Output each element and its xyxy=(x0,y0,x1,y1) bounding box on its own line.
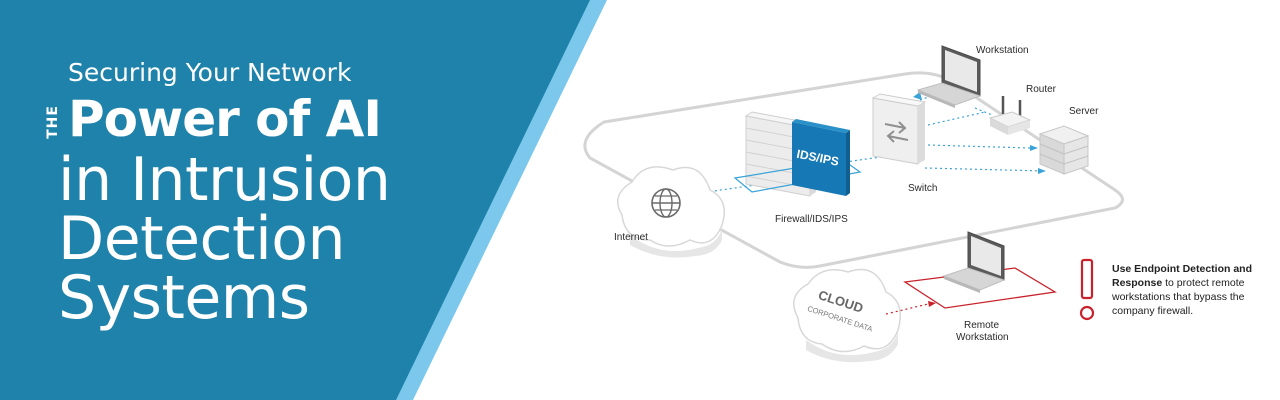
label-workstation: Workstation xyxy=(976,45,1029,56)
headline-prefix: THE xyxy=(45,105,61,139)
headline-line-3: Systems xyxy=(58,263,310,333)
network-loop xyxy=(583,71,1124,269)
arrow-3 xyxy=(913,92,922,100)
label-firewall: Firewall/IDS/IPS xyxy=(775,214,848,225)
callout-rest: to protect remote workstations that bypa… xyxy=(1112,277,1245,317)
headline-line-2: Detection xyxy=(58,204,345,274)
headline-prefix-wrap: THE xyxy=(40,96,66,148)
label-server: Server xyxy=(1069,106,1099,117)
callout-bold: Use Endpoint Detection and Response xyxy=(1112,263,1253,289)
label-remote-line2: Workstation xyxy=(956,332,1009,343)
label-switch: Switch xyxy=(908,183,937,194)
corporate-cloud-icon xyxy=(793,268,901,363)
remote-laptop-icon xyxy=(942,231,1006,293)
server-icon xyxy=(1038,125,1090,175)
blue-panel xyxy=(0,0,590,400)
link-server-bottom xyxy=(924,167,1046,172)
cloud-globe-icon xyxy=(617,166,725,258)
laptop-icon xyxy=(916,45,982,108)
edr-callout: Use Endpoint Detection and Response to p… xyxy=(1112,262,1272,318)
link-switch-router xyxy=(927,111,986,126)
exclamation-icon xyxy=(1079,258,1095,321)
label-internet: Internet xyxy=(614,232,648,243)
link-cloud-remote xyxy=(885,303,929,315)
label-remote-line1: Remote xyxy=(964,320,999,331)
headline-power: Power of AI xyxy=(68,90,382,148)
label-router: Router xyxy=(1026,84,1057,95)
ids-ips-screen-icon xyxy=(792,119,850,196)
arrow-5 xyxy=(1038,168,1046,174)
arrow-4 xyxy=(1030,145,1038,151)
switch-icon xyxy=(871,93,927,165)
headline-subtitle: Securing Your Network xyxy=(68,58,352,87)
headline-line-1: in Intrusion xyxy=(58,145,391,215)
link-router-laptop xyxy=(974,107,993,116)
link-switch-server xyxy=(927,144,1031,149)
network-diagram: Internet IDS/IPS Firewall/IDS/IPS xyxy=(583,45,1124,363)
arrow-red xyxy=(928,301,936,307)
router-icon xyxy=(988,96,1032,135)
